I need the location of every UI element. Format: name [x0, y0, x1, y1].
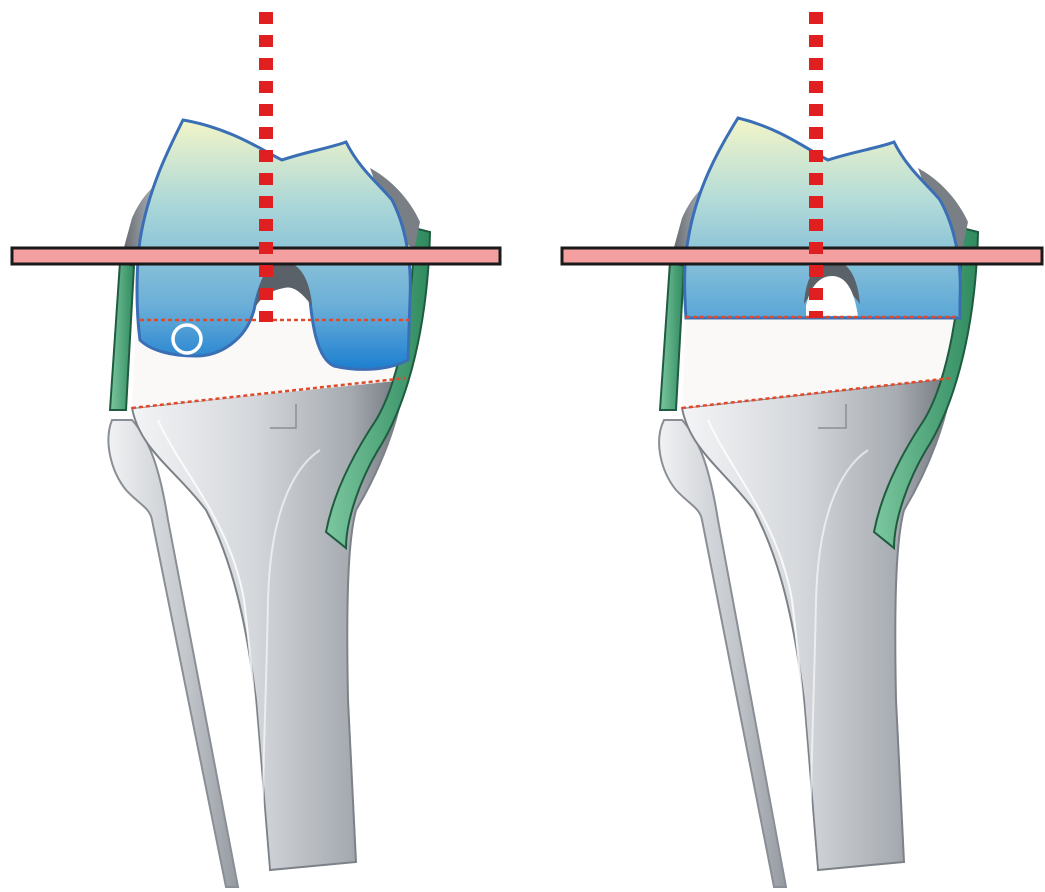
right-panel	[562, 12, 1042, 887]
left-panel	[12, 12, 500, 887]
lateral-collateral-ligament	[660, 262, 684, 410]
horizontal-rod	[562, 248, 1042, 264]
lateral-collateral-ligament	[110, 262, 134, 410]
